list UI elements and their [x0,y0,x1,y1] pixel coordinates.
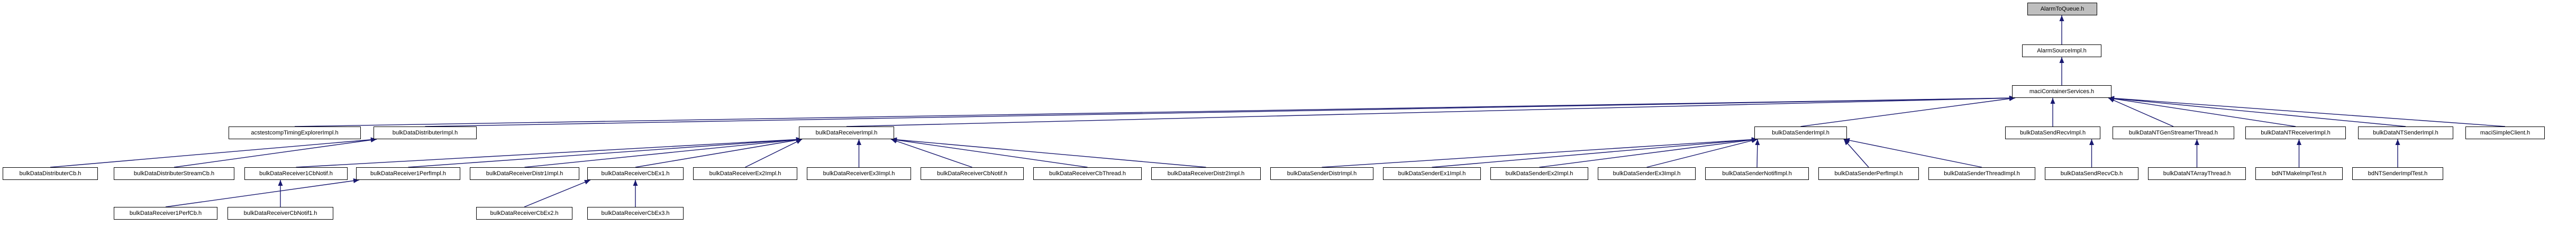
graph-node-bulkdatadistributercb-h[interactable]: bulkDataDistributerCb.h [3,167,98,180]
graph-node-bulkdatareceiverdistr2impl-h[interactable]: bulkDataReceiverDistr2Impl.h [1151,167,1261,180]
edge-line-3 [425,97,2016,127]
edge-line-19 [890,139,972,168]
edge-arrow-34 [278,180,283,186]
graph-node-bulkdatantgenstreamerthread-h[interactable]: bulkDataNTGenStreamerThread.h [2113,126,2234,139]
edge-line-28 [1843,139,1982,168]
graph-node-bulkdatasenderex3impl-h[interactable]: bulkDataSenderEx3Impl.h [1598,167,1696,180]
graph-node-bulkdatasenderdistrimpl-h[interactable]: bulkDataSenderDistrImpl.h [1270,167,1373,180]
edge-line-22 [1322,139,1758,168]
graph-node-bulkdatareceivercbnotif1-h[interactable]: bulkDataReceiverCbNotif1.h [227,207,333,220]
graph-node-bulkdatadistributerimpl-h[interactable]: bulkDataDistributerImpl.h [374,126,477,139]
graph-node-bulkdatasenderimpl-h[interactable]: bulkDataSenderImpl.h [1754,126,1847,139]
graph-node-bulkdatadistributerstreamcb-h[interactable]: bulkDataDistributerStreamCb.h [114,167,234,180]
edge-arrow-10 [2108,96,2115,101]
edge-arrow-29 [2089,139,2094,145]
edge-line-4 [846,97,2016,127]
edge-arrow-17 [796,139,802,144]
edge-line-8 [2108,97,2296,127]
edge-line-14 [408,139,803,168]
edge-arrow-0 [2059,15,2064,21]
edge-line-12 [174,139,377,168]
graph-node-bulkdatareceiverex3impl-h[interactable]: bulkDataReceiverEx3Impl.h [807,167,911,180]
graph-node-bulkdatasendernotifimpl-h[interactable]: bulkDataSenderNotifImpl.h [1705,167,1809,180]
edge-line-5 [1800,97,2016,127]
graph-node-bulkdatantreceiverimpl-h[interactable]: bulkDataNTReceiverImpl.h [2245,126,2346,139]
edge-line-9 [2108,97,2406,127]
graph-node-bulkdatasendrecvimpl-h[interactable]: bulkDataSendRecvImpl.h [2005,126,2100,139]
graph-node-alarmtoqueue-h[interactable]: AlarmToQueue.h [2027,3,2097,15]
edge-arrow-6 [2050,98,2055,104]
edge-line-11 [50,139,377,168]
graph-node-bulkdatasenderperfimpl-h[interactable]: bulkDataSenderPerfImpl.h [1818,167,1919,180]
edge-line-35 [524,179,591,207]
graph-node-bdntsenderimpltest-h[interactable]: bdNTSenderImplTest.h [2352,167,2443,180]
graph-node-bulkdatasenderthreadimpl-h[interactable]: bulkDataSenderThreadImpl.h [1928,167,2035,180]
graph-node-bulkdatareceivercbex1-h[interactable]: bulkDataReceiverCbEx1.h [587,167,684,180]
edge-line-10 [2108,97,2506,127]
graph-node-bulkdatareceiver1cbnotif-h[interactable]: bulkDataReceiver1CbNotif.h [244,167,348,180]
edge-arrow-30 [2195,139,2199,145]
graph-node-bulkdatareceiverimpl-h[interactable]: bulkDataReceiverImpl.h [799,126,894,139]
graph-node-acstestcomptimingexplorerimpl-h[interactable]: acstestcompTimingExplorerImpl.h [229,126,361,139]
edge-arrow-26 [1755,139,1760,146]
graph-node-bulkdatareceiverex2impl-h[interactable]: bulkDataReceiverEx2Impl.h [693,167,797,180]
edge-line-17 [745,139,803,168]
edge-line-16 [635,139,803,168]
edge-line-25 [1646,139,1758,168]
edge-arrow-1 [2059,57,2064,63]
edge-arrow-36 [633,180,638,186]
graph-node-bulkdatantsenderimpl-h[interactable]: bulkDataNTSenderImpl.h [2358,126,2453,139]
edge-arrow-25 [1751,138,1758,143]
edge-line-7 [2108,97,2174,127]
edge-line-2 [294,97,2016,127]
edge-line-24 [1539,139,1758,168]
graph-node-bulkdatareceiver1perfimpl-h[interactable]: bulkDataReceiver1PerfImpl.h [356,167,460,180]
graph-node-bulkdatareceiver1perfcb-h[interactable]: bulkDataReceiver1PerfCb.h [114,207,217,220]
graph-node-bulkdatareceivercbnotif-h[interactable]: bulkDataReceiverCbNotif.h [921,167,1024,180]
edge-arrow-18 [857,139,861,145]
graph-node-macisimpleclient-h[interactable]: maciSimpleClient.h [2465,126,2545,139]
graph-node-bulkdatareceivercbex3-h[interactable]: bulkDataReceiverCbEx3.h [587,207,684,220]
graph-node-bulkdatantarraythread-h[interactable]: bulkDataNTArrayThread.h [2148,167,2246,180]
edge-arrow-32 [2395,139,2400,145]
graph-node-bulkdatareceivercbex2-h[interactable]: bulkDataReceiverCbEx2.h [476,207,572,220]
graph-node-bulkdatasendrecvcb-h[interactable]: bulkDataSendRecvCb.h [2045,167,2138,180]
graph-node-bulkdatasenderex2impl-h[interactable]: bulkDataSenderEx2Impl.h [1490,167,1588,180]
edge-line-13 [296,139,803,168]
edge-arrow-21 [891,137,897,142]
edge-arrow-35 [584,179,590,185]
edge-line-27 [1843,139,1869,168]
edge-line-20 [890,139,1088,168]
edge-line-21 [890,139,1206,168]
edge-arrow-5 [2009,96,2015,101]
edge-line-15 [524,139,803,168]
edge-arrow-31 [2297,139,2301,145]
graph-node-bdntmakelmpitest-h[interactable]: bdNTMakelmpiTest.h [2255,167,2343,180]
graph-node-bulkdatareceiverdistr1impl-h[interactable]: bulkDataReceiverDistr1Impl.h [470,167,579,180]
graph-node-alarmsourceimpl-h[interactable]: AlarmSourceImpl.h [2022,44,2101,57]
graph-node-bulkdatareceivercbthread-h[interactable]: bulkDataReceiverCbThread.h [1033,167,1142,180]
edge-line-23 [1432,139,1758,168]
graph-node-macicontainerservices-h[interactable]: maciContainerServices.h [2012,85,2111,98]
edge-arrow-27 [1844,139,1850,146]
graph-node-bulkdatasenderex1impl-h[interactable]: bulkDataSenderEx1Impl.h [1383,167,1481,180]
edge-line-33 [165,179,360,207]
